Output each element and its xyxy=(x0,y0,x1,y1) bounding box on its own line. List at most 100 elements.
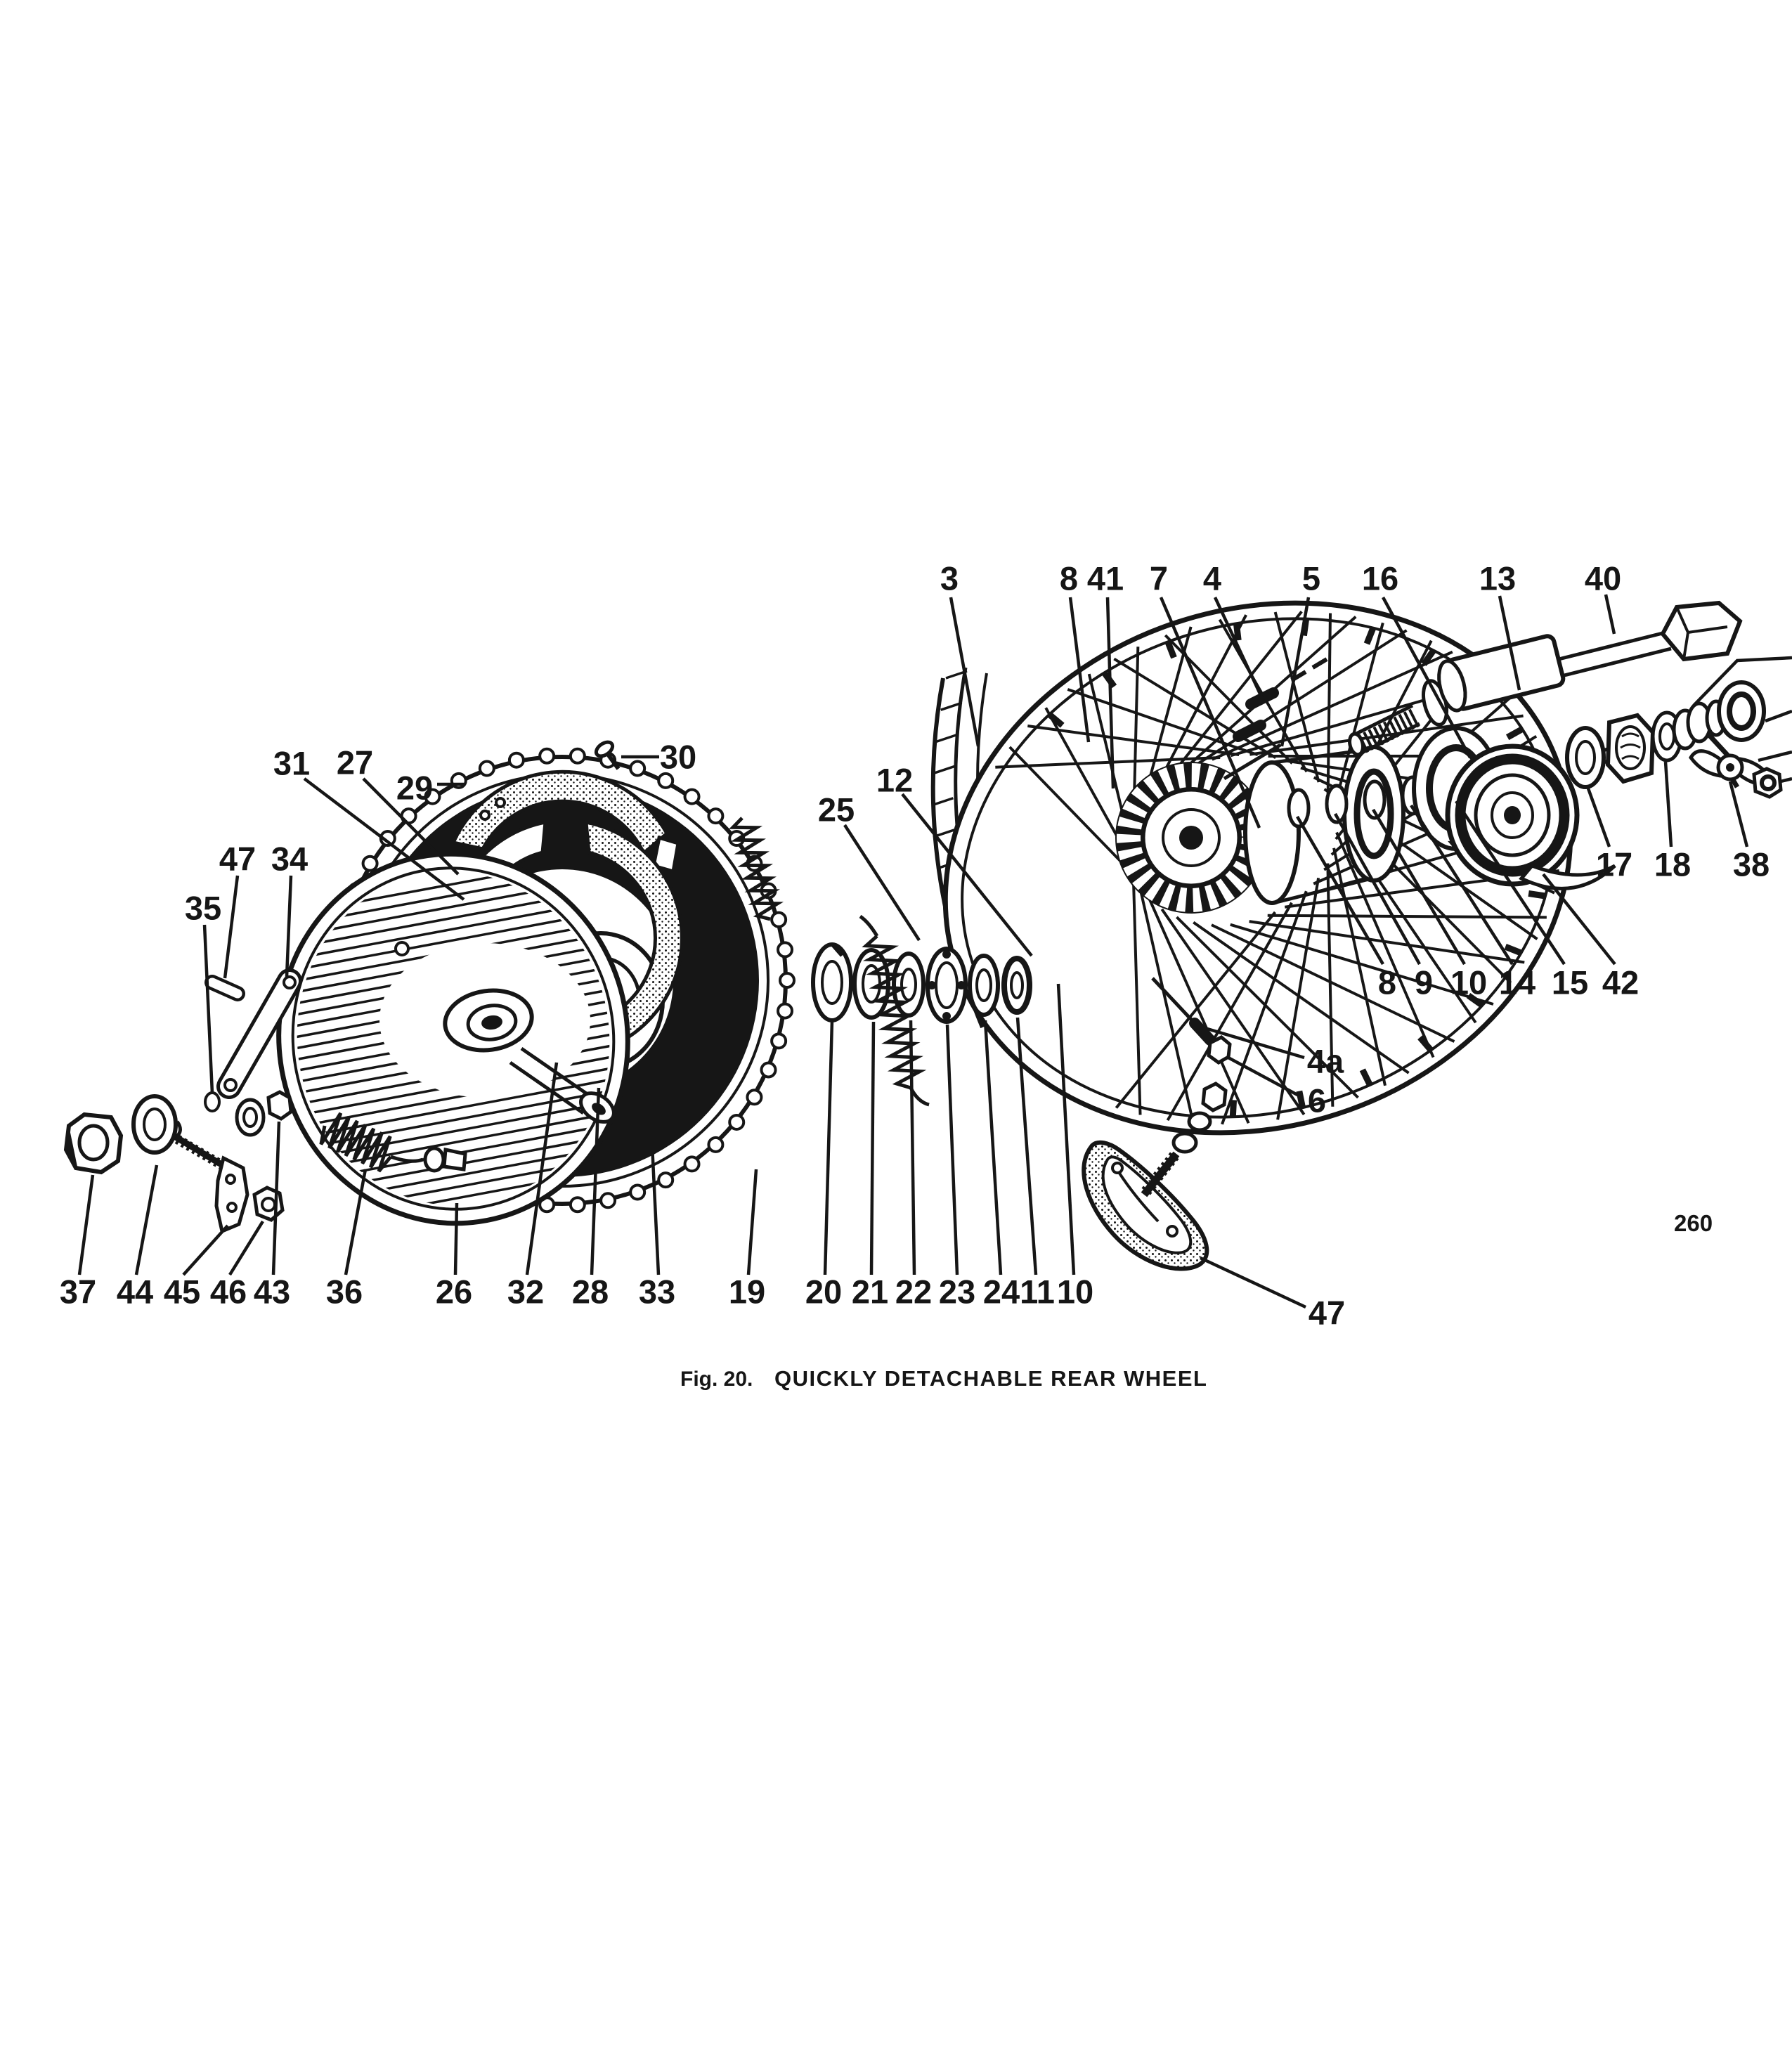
part-label-40: 40 xyxy=(1585,560,1621,597)
leader-line-6 xyxy=(1226,1056,1301,1098)
leader-line-11 xyxy=(1015,1017,1038,1275)
leader-line-47-right xyxy=(1200,1256,1306,1309)
leader-line-27 xyxy=(362,777,460,876)
part-label-3: 3 xyxy=(940,560,959,597)
part-label-22: 22 xyxy=(895,1273,932,1311)
part-label-29: 29 xyxy=(396,770,433,807)
leader-line-36 xyxy=(344,1169,368,1275)
part-label-30: 30 xyxy=(660,739,696,776)
stay-stud xyxy=(1141,1151,1180,1197)
plain-washer-17 xyxy=(1565,726,1606,789)
leader-line-40 xyxy=(1604,594,1616,635)
part-label-44: 44 xyxy=(117,1273,153,1311)
part-label-20: 20 xyxy=(805,1273,842,1311)
figure-number: Fig. 20. xyxy=(680,1368,753,1391)
part-label-6: 6 xyxy=(1308,1082,1326,1119)
part-label-13: 13 xyxy=(1479,560,1516,597)
clamp-nut xyxy=(252,1186,285,1222)
leader-line-4 xyxy=(1213,597,1266,702)
nipple-nut xyxy=(1207,1035,1232,1065)
lever-washer-and-nut xyxy=(235,1090,293,1137)
spoke-nipple xyxy=(1189,1018,1216,1046)
hub-coupling-gear xyxy=(1115,762,1267,914)
part-label-26: 26 xyxy=(436,1273,472,1311)
leader-line-13 xyxy=(1498,595,1521,691)
part-label-25: 25 xyxy=(818,791,855,829)
spool-bush xyxy=(1672,701,1713,751)
leader-line-8-top xyxy=(1068,597,1091,743)
part-label-32: 32 xyxy=(507,1273,544,1311)
leader-line-8-mid xyxy=(1296,815,1384,966)
leader-line-22 xyxy=(909,1020,916,1275)
leader-line-16 xyxy=(1382,596,1472,759)
figure-caption: QUICKLY DETACHABLE REAR WHEEL xyxy=(774,1366,1207,1391)
speedo-drive xyxy=(1445,741,1628,890)
part-label-4a: 4a xyxy=(1307,1043,1344,1080)
axle-sleeve xyxy=(1437,634,1566,713)
leader-line-15 xyxy=(1455,800,1566,966)
leader-line-37 xyxy=(77,1174,95,1275)
leader-line-32 xyxy=(525,1062,559,1275)
clevis-pin xyxy=(204,975,245,1001)
part-label-47-left: 47 xyxy=(219,840,256,878)
leader-line-31 xyxy=(303,777,465,901)
shoe-screw xyxy=(594,740,621,770)
part-label-7: 7 xyxy=(1150,560,1168,597)
bearing-spacer-stack xyxy=(811,942,1032,1024)
part-label-18: 18 xyxy=(1654,846,1691,883)
leader-line-10-mid xyxy=(1372,808,1466,966)
part-label-36: 36 xyxy=(326,1273,363,1311)
leader-line-47-left xyxy=(223,875,240,979)
leader-line-12 xyxy=(901,793,1033,957)
leader-line-14 xyxy=(1410,804,1514,966)
axle-shaft xyxy=(1561,647,1672,678)
part-label-21: 21 xyxy=(852,1273,888,1311)
cam-spindle-nut xyxy=(442,1147,467,1171)
cropped-leader-lines xyxy=(1692,656,1792,784)
part-label-27: 27 xyxy=(337,744,373,781)
backplate-hole xyxy=(394,941,410,956)
leader-line-18 xyxy=(1663,761,1673,848)
part-label-34: 34 xyxy=(271,840,308,878)
lock-nut xyxy=(1752,767,1783,799)
ball-bearing xyxy=(926,947,968,1024)
leader-line-43 xyxy=(271,1121,281,1275)
part-label-23: 23 xyxy=(939,1273,975,1311)
part-label-8-mid: 8 xyxy=(1378,964,1396,1001)
leader-line-17 xyxy=(1586,788,1611,848)
leader-line-34 xyxy=(285,875,293,978)
adjuster-eyebolt xyxy=(131,1094,227,1171)
part-label-37: 37 xyxy=(60,1273,96,1311)
leader-line-41 xyxy=(1105,597,1115,789)
cam-return-spring xyxy=(319,1112,467,1173)
leader-line-9 xyxy=(1334,812,1421,966)
part-label-14: 14 xyxy=(1499,964,1535,1001)
leader-line-46 xyxy=(228,1220,264,1276)
sleeve-nut-18 xyxy=(1605,713,1656,784)
leader-line-5 xyxy=(1280,597,1311,747)
leader-line-45 xyxy=(182,1224,229,1276)
part-label-10-bottom: 10 xyxy=(1057,1273,1093,1311)
leader-line-7 xyxy=(1159,597,1261,829)
part-label-41: 41 xyxy=(1087,560,1124,597)
leader-line-26 xyxy=(453,1202,459,1275)
retaining-ring xyxy=(968,954,1000,1017)
part-label-24: 24 xyxy=(983,1273,1020,1311)
part-label-47-right: 47 xyxy=(1309,1294,1345,1332)
leader-line-25 xyxy=(843,824,921,942)
leader-line-24 xyxy=(983,1020,1003,1275)
part-label-42: 42 xyxy=(1602,964,1639,1001)
leader-line-21 xyxy=(869,1021,876,1275)
part-label-8-top: 8 xyxy=(1060,560,1078,597)
part-label-38: 38 xyxy=(1733,846,1770,883)
right-fasteners xyxy=(1565,656,1792,799)
torque-stay xyxy=(1082,1140,1209,1271)
spring-washer xyxy=(811,942,853,1022)
hub-washer-row xyxy=(1287,775,1424,829)
shouldered-bush xyxy=(1717,680,1766,742)
brake-lever-arm xyxy=(216,968,302,1099)
part-label-4: 4 xyxy=(1203,560,1221,597)
